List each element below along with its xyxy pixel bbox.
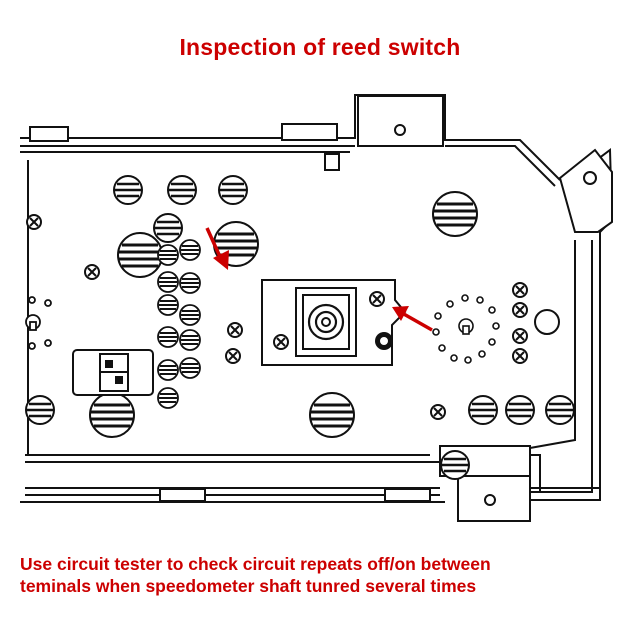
right-mounting-bracket [558,148,613,233]
reed-switch-terminal [375,332,393,350]
harness-connector-block [72,349,154,396]
caption-line-2: teminals when speedometer shaft tunred s… [20,576,477,596]
instruction-caption: Use circuit tester to check circuit repe… [20,553,630,597]
board-outline [20,94,614,503]
arrow-terminal-pointer [392,306,433,332]
arrow-left-pointer [205,227,229,270]
bulb-socket-holes [24,174,576,481]
indicator-arrows [205,227,433,332]
wiring-connectors [29,123,431,502]
top-mounting-bracket [357,95,444,147]
caption-line-1: Use circuit tester to check circuit repe… [20,554,491,574]
diagram-title: Inspection of reed switch [179,34,461,60]
right-terminal-ring [432,294,500,364]
left-terminal-pattern [25,296,52,350]
reed-switch-assembly [261,279,407,366]
